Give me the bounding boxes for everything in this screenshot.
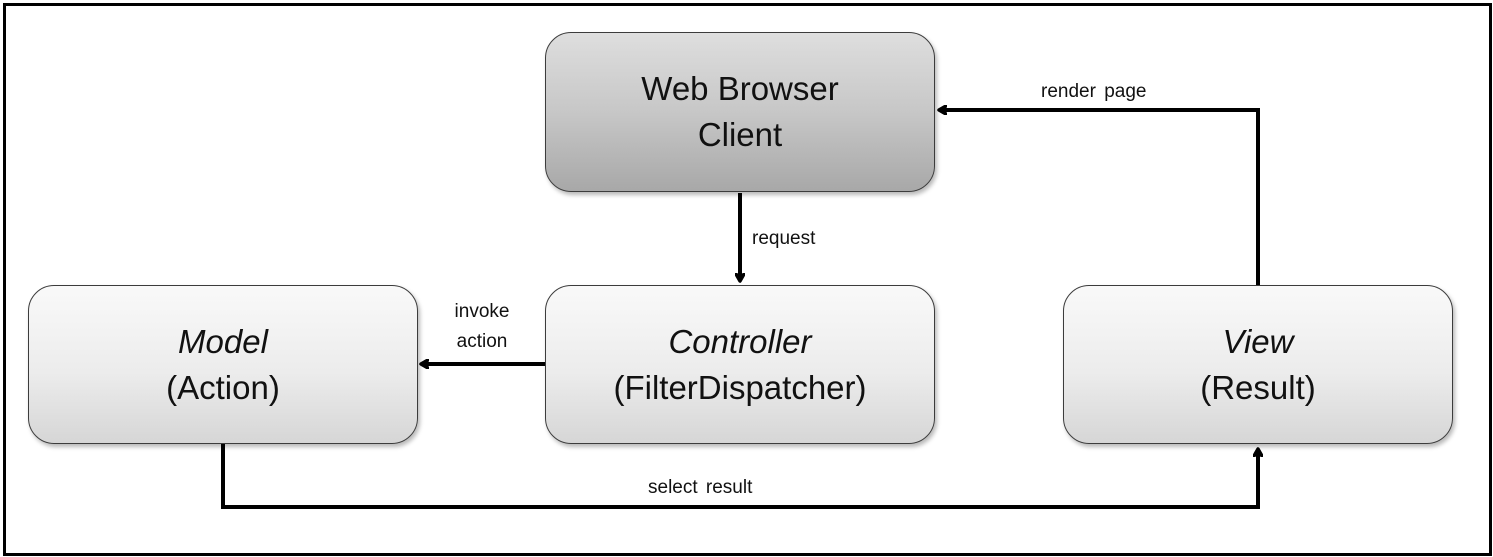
- web-browser-client-box: Web Browser Client: [545, 32, 935, 192]
- controller-box: Controller (FilterDispatcher): [545, 285, 935, 444]
- request-label: request: [752, 228, 816, 249]
- select-result-label: select result: [648, 477, 753, 498]
- model-sublabel: (Action): [166, 368, 280, 406]
- select-result-arrow: [221, 444, 1258, 509]
- invoke-action-label: invoke action: [432, 297, 532, 357]
- render-page-label: render page: [1041, 81, 1147, 102]
- model-box: Model (Action): [28, 285, 418, 444]
- web-browser-sublabel: Client: [697, 116, 783, 153]
- web-browser-label: Web Browser: [641, 70, 839, 107]
- invoke-label-line2: action: [456, 331, 508, 352]
- controller-label: Controller: [668, 322, 812, 360]
- controller-sublabel: (FilterDispatcher): [613, 368, 867, 406]
- invoke-label-line1: invoke: [454, 301, 510, 322]
- view-box: View (Result): [1063, 285, 1453, 444]
- model-label: Model: [178, 322, 268, 360]
- view-label: View: [1222, 322, 1294, 360]
- view-sublabel: (Result): [1200, 368, 1316, 406]
- render-page-arrow: [939, 110, 1260, 285]
